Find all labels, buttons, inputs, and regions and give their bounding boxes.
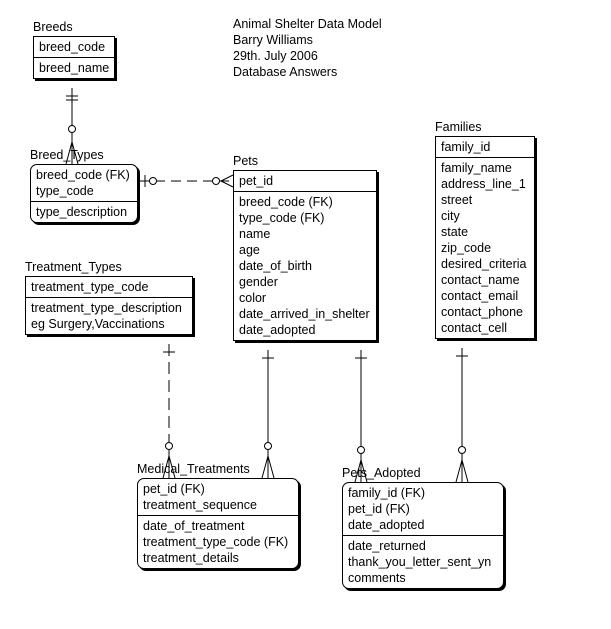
attribute: street [441,193,473,207]
attribute: gender [239,275,278,289]
breeds-attribute-section: breed_name [34,57,114,78]
medical-treatments-key-section: pet_id (FK) treatment_sequence [138,479,298,515]
attribute: type_code (FK) [239,211,325,225]
header-line-title: Animal Shelter Data Model [233,17,382,31]
attribute: treatment_type_description [31,301,182,315]
entity-title-medical-treatments: Medical_Treatments [137,462,250,476]
diagram-header: Animal Shelter Data Model Barry Williams… [233,16,382,80]
attribute: family_name [441,161,512,175]
key-attribute: type_code [36,184,94,198]
attribute: date_arrived_in_shelter [239,307,370,321]
pets-key-section: pet_id [234,171,376,191]
attribute: name [239,227,271,241]
relationship-breeds-breed-types [65,88,79,165]
entity-treatment-types[interactable]: treatment_type_code treatment_type_descri… [25,276,193,335]
entity-medical-treatments[interactable]: pet_id (FK) treatment_sequence date_of_tre… [137,478,299,569]
attribute: contact_cell [441,321,508,335]
entity-title-pets: Pets [233,154,259,168]
entity-pets[interactable]: pet_id breed_code (FK) type_code (FK) name a… [233,170,377,341]
pets-attribute-section: breed_code (FK) type_code (FK) name age date… [234,191,376,340]
attribute: address_line_1 [441,177,526,191]
attribute: date_adopted [239,323,316,337]
relationship-pets-medical-treatments [261,350,275,479]
header-line-author: Barry Williams [233,33,313,47]
attribute: date_of_birth [239,259,312,273]
attribute: desired_criteria [441,257,527,271]
attribute: contact_name [441,273,520,287]
entity-title-breed-types: Breed_Types [30,148,104,162]
attribute: date_of_treatment [143,519,245,533]
entity-breeds[interactable]: breed_code breed_name [33,36,115,79]
attribute: breed_name [39,61,110,75]
attribute: treatment_details [143,551,239,565]
medical-treatments-attribute-section: date_of_treatment treatment_type_code (FK… [138,515,298,568]
attribute: city [441,209,460,223]
relationship-breed-types-pets [139,174,234,188]
attribute: eg Surgery,Vaccinations [31,317,165,331]
header-line-date: 29th. July 2006 [233,49,318,63]
attribute: age [239,243,260,257]
attribute: thank_you_letter_sent_yn [348,555,492,569]
key-attribute: pet_id (FK) [143,482,205,496]
entity-title-pets-adopted: Pets_Adopted [342,466,421,480]
key-attribute: date_adopted [348,518,425,532]
key-attribute: pet_id (FK) [348,502,410,516]
key-attribute: pet_id [239,174,274,188]
entity-title-treatment-types: Treatment_Types [25,260,122,274]
breed-types-attribute-section: type_description [31,201,137,222]
breed-types-key-section: breed_code (FK) type_code [31,165,137,201]
entity-title-families: Families [435,120,482,134]
attribute: comments [348,571,406,585]
attribute: breed_code (FK) [239,195,333,209]
attribute: contact_email [441,289,519,303]
relationship-families-pets-adopted [455,348,469,483]
key-attribute: treatment_sequence [143,498,257,512]
attribute: state [441,225,469,239]
key-attribute: treatment_type_code [31,280,149,294]
attribute: color [239,291,267,305]
entity-title-breeds: Breeds [33,20,73,34]
key-attribute: breed_code [39,40,106,54]
attribute: contact_phone [441,305,524,319]
relationship-treatment-types-medical-treatments [162,344,176,479]
entity-breed-types[interactable]: breed_code (FK) type_code type_description [30,164,138,223]
treatment-types-key-section: treatment_type_code [26,277,192,297]
key-attribute: breed_code (FK) [36,168,130,182]
key-attribute: family_id (FK) [348,486,426,500]
attribute: date_returned [348,539,426,553]
attribute: zip_code [441,241,492,255]
key-attribute: family_id [441,140,491,154]
relationship-pets-pets-adopted [354,350,368,483]
attribute: treatment_type_code (FK) [143,535,289,549]
families-key-section: family_id [436,137,534,157]
breeds-key-section: breed_code [34,37,114,57]
attribute: type_description [36,205,128,219]
pets-adopted-key-section: family_id (FK) pet_id (FK) date_adopted [343,483,503,535]
header-line-source: Database Answers [233,65,338,79]
